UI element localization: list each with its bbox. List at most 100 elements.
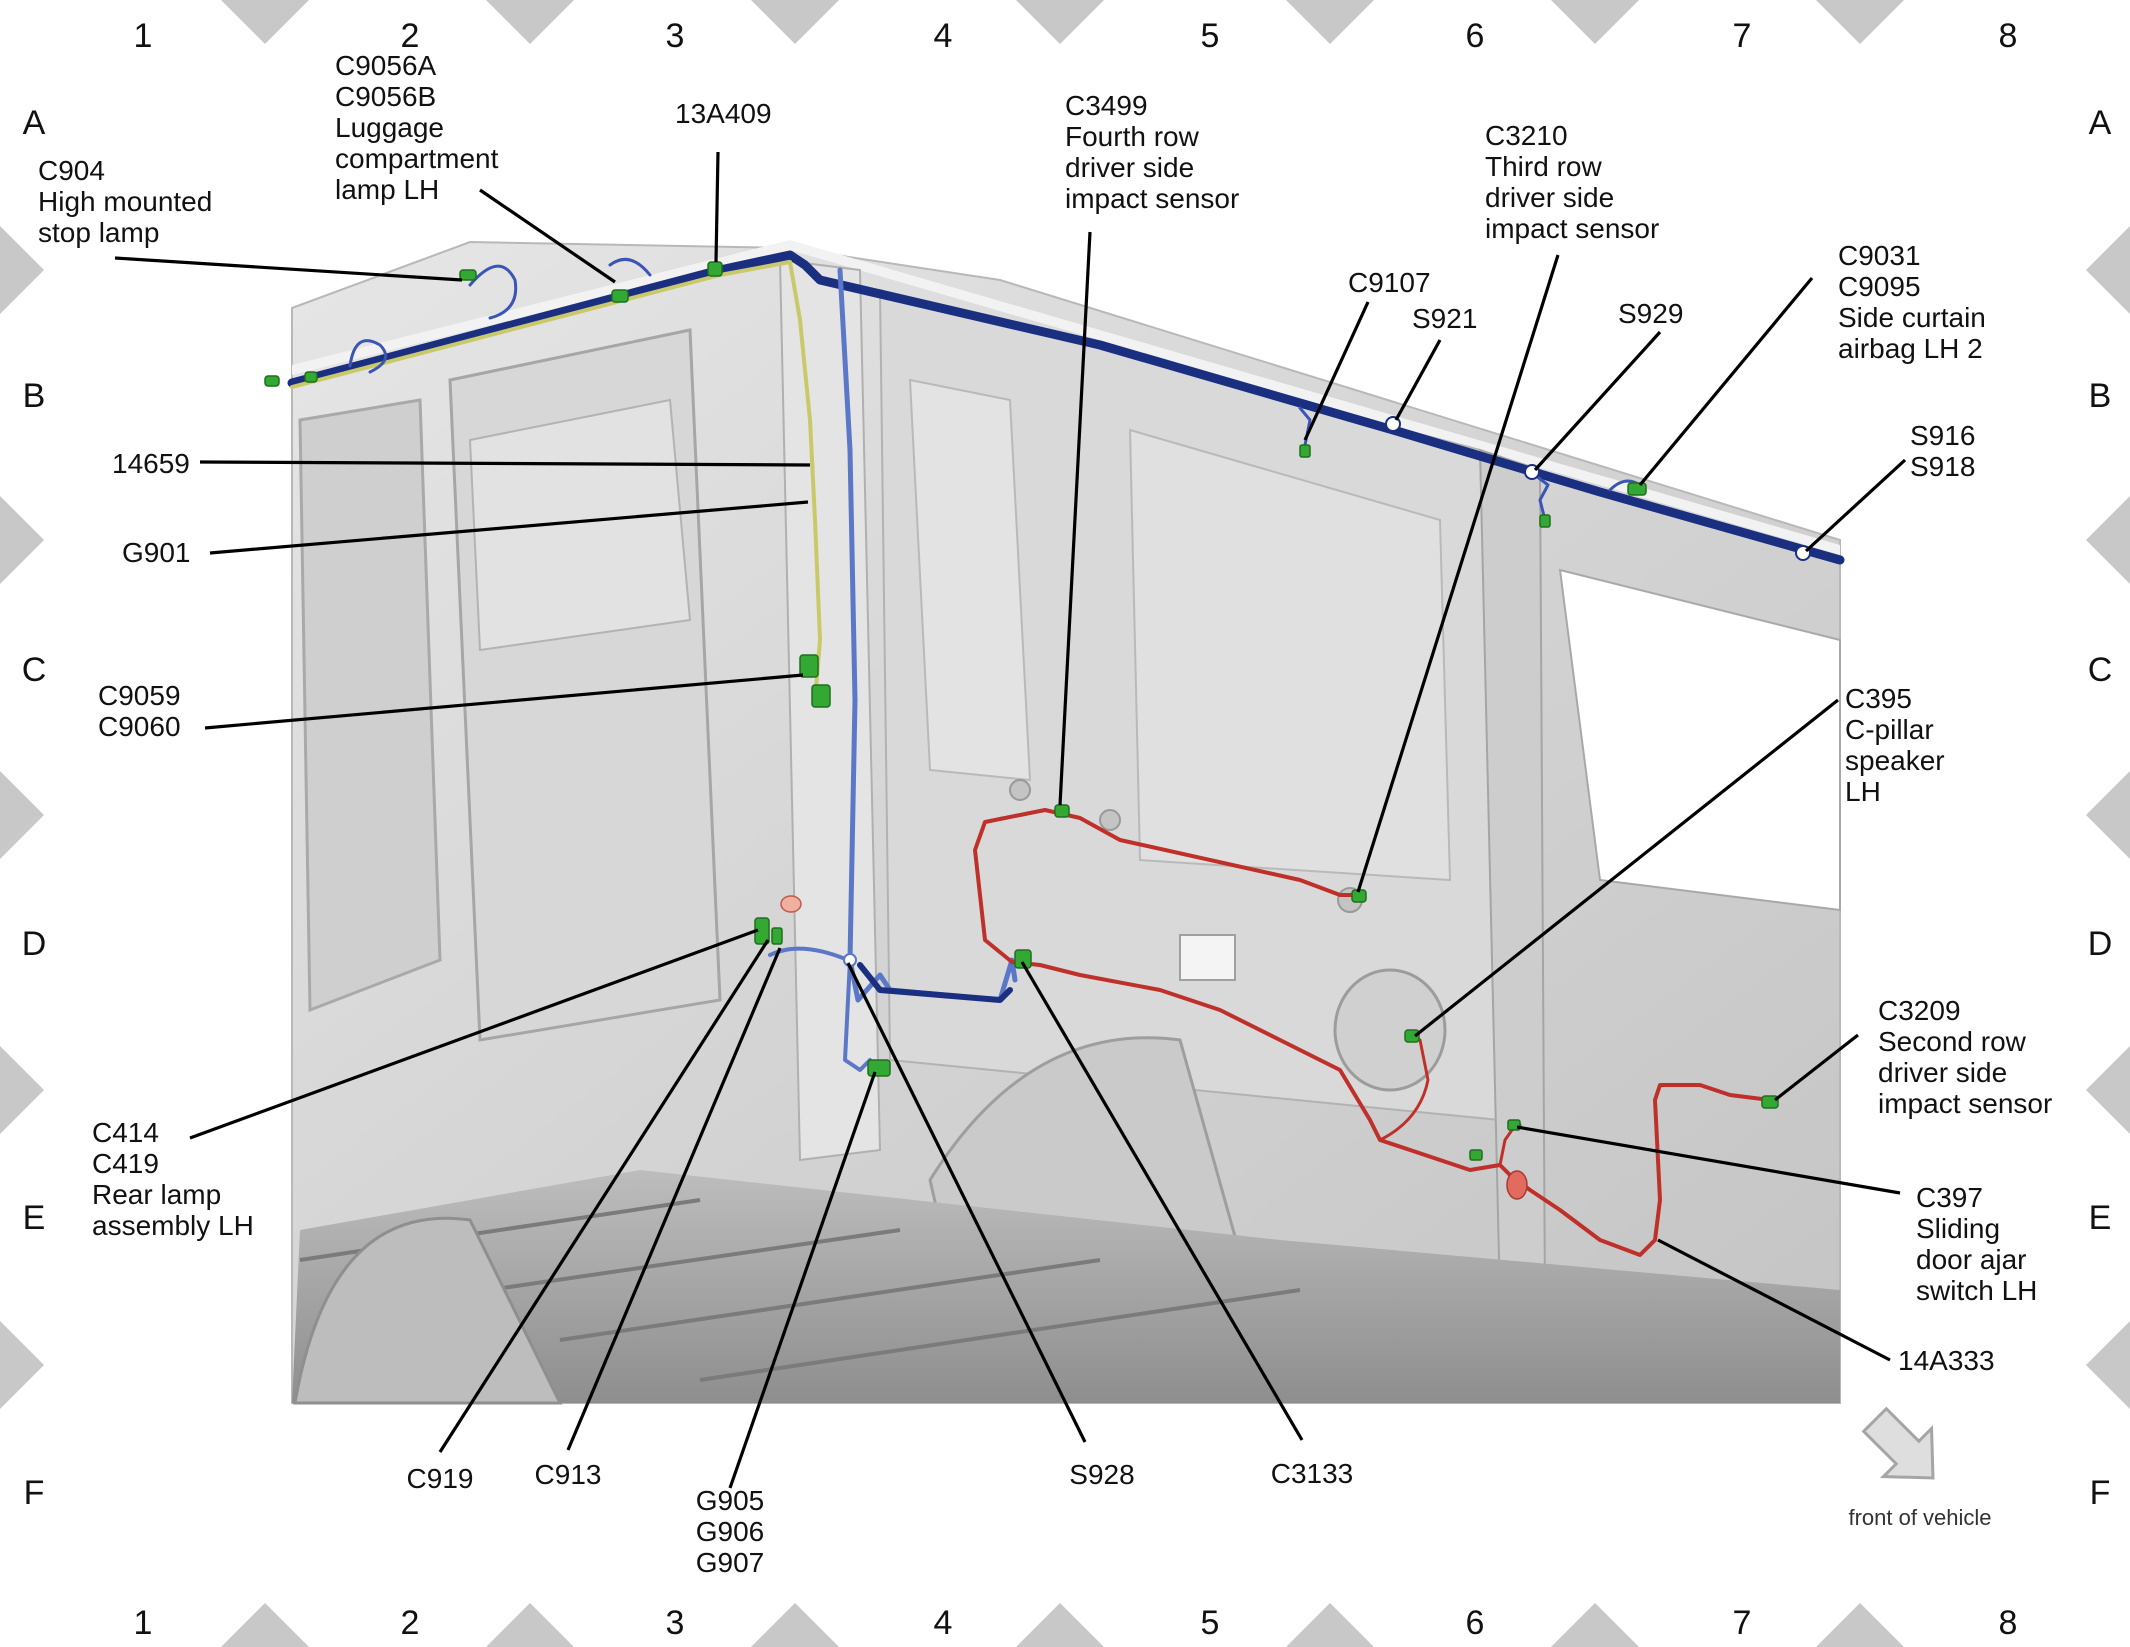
callout-c904-line: stop lamp	[38, 217, 159, 248]
callout-c9059-line: C9059	[98, 680, 181, 711]
border-diamond-mark	[2086, 1046, 2130, 1134]
callout-c3210-line: C3210	[1485, 120, 1568, 151]
border-diamond-mark	[0, 496, 44, 584]
callout-c3210-line: Third row	[1485, 151, 1602, 182]
callout-g905-line: G906	[696, 1516, 765, 1547]
grid-column-label-bottom-4: 4	[934, 1604, 953, 1642]
grid-column-label-bottom-5: 5	[1201, 1604, 1220, 1642]
leader-line-s929	[1533, 330, 1662, 472]
border-diamond-mark	[751, 1603, 839, 1647]
border-diamond-mark	[0, 1321, 44, 1409]
leader-line-c9059	[204, 673, 804, 730]
front-of-vehicle-caption: front of vehicle	[1848, 1505, 1991, 1530]
callout-c904-line: High mounted	[38, 186, 212, 217]
connector-g905	[867, 1059, 891, 1077]
callout-c9031-line: C9031	[1838, 240, 1921, 271]
connector-c9060	[811, 684, 831, 708]
callout-c3133: C3133	[1271, 1458, 1354, 1489]
grid-row-label-left-F: F	[24, 1474, 45, 1512]
leader-line-14659	[199, 460, 811, 467]
border-diamond-mark	[2086, 771, 2130, 859]
callout-c904-line: C904	[38, 155, 105, 186]
leader-line-s916	[1804, 458, 1907, 553]
callout-c397-line: Sliding	[1916, 1213, 2000, 1244]
leader-line-c9031	[1638, 276, 1814, 487]
vehicle-interior-illustration	[291, 240, 1841, 1405]
splice-markers	[843, 416, 1811, 967]
callout-c414-line: C419	[92, 1148, 159, 1179]
callout-c9056-line: Luggage	[335, 112, 444, 143]
border-diamond-mark	[1816, 1603, 1904, 1647]
connector-c3499	[1054, 804, 1070, 818]
leader-line-s928	[846, 962, 1087, 1443]
connector-13a409	[707, 261, 723, 277]
callout-c9056-line: compartment	[335, 143, 499, 174]
callout-g901-line: G901	[122, 537, 191, 568]
connector-c395	[1404, 1029, 1420, 1043]
border-diamond-mark	[1016, 1603, 1104, 1647]
border-diamond-mark	[1816, 0, 1904, 44]
front-of-vehicle-indicator: front of vehicle	[1848, 1406, 1992, 1530]
callout-g905-line: G905	[696, 1485, 765, 1516]
grid-row-label-right-B: B	[2089, 377, 2112, 415]
callout-c9031-line: Side curtain	[1838, 302, 1986, 333]
grid-column-label-bottom-2: 2	[401, 1604, 420, 1642]
border-diamond-mark	[1286, 1603, 1374, 1647]
leader-line-c913	[566, 947, 782, 1451]
border-diamond-mark	[1551, 0, 1639, 44]
grid-row-label-right-C: C	[2088, 651, 2113, 689]
leader-line-c919	[438, 939, 770, 1453]
grid-row-label-left-C: C	[22, 651, 47, 689]
callout-c9031-line: airbag LH 2	[1838, 333, 1983, 364]
callout-14a333: 14A333	[1898, 1345, 1995, 1376]
callout-c919: C919	[407, 1463, 474, 1494]
border-diamond-mark	[221, 0, 309, 44]
callout-c3210-line: impact sensor	[1485, 213, 1659, 244]
grid-column-label-bottom-1: 1	[134, 1604, 153, 1642]
callout-c395-line: LH	[1845, 776, 1881, 807]
callout-c919-line: C919	[407, 1463, 474, 1494]
callout-c9056-line: C9056A	[335, 50, 437, 81]
callout-c913-line: C913	[535, 1459, 602, 1490]
connector-c904	[459, 269, 477, 281]
callout-c3499-line: driver side	[1065, 152, 1194, 183]
callout-c9031-line: C9095	[1838, 271, 1921, 302]
grid-row-label-left-A: A	[23, 104, 46, 142]
callout-c913: C913	[535, 1459, 602, 1490]
callout-c3209-line: impact sensor	[1878, 1088, 2052, 1119]
callout-c3209-line: driver side	[1878, 1057, 2007, 1088]
leader-line-c9107	[1303, 301, 1370, 441]
callout-c414-line: Rear lamp	[92, 1179, 221, 1210]
callout-c3499-line: C3499	[1065, 90, 1148, 121]
callout-c9107: C9107	[1348, 267, 1431, 298]
leader-line-14a333	[1657, 1238, 1891, 1362]
callout-c3499-line: impact sensor	[1065, 183, 1239, 214]
pillar-harness	[837, 267, 1018, 1003]
grid-column-label-top-7: 7	[1733, 17, 1752, 55]
border-diamond-mark	[486, 0, 574, 44]
callout-g905-line: G907	[696, 1547, 765, 1578]
grid-row-label-right-D: D	[2088, 925, 2113, 963]
connector-s929-drop	[1539, 514, 1551, 528]
border-diamond-mark	[486, 1603, 574, 1647]
callout-s928: S928	[1069, 1459, 1134, 1490]
leader-line-13a409	[714, 151, 720, 263]
callout-c397-line: C397	[1916, 1182, 1983, 1213]
arrow-down-right-icon	[1861, 1406, 1935, 1480]
callout-c9056-line: lamp LH	[335, 174, 439, 205]
grid-column-label-top-4: 4	[934, 17, 953, 55]
callout-s929: S929	[1618, 298, 1683, 329]
grid-column-label-bottom-6: 6	[1466, 1604, 1485, 1642]
grid-column-label-top-1: 1	[134, 17, 153, 55]
connectors	[264, 261, 1779, 1200]
grid-column-label-top-2: 2	[401, 17, 420, 55]
callout-c395-line: C395	[1845, 683, 1912, 714]
callout-g901: G901	[122, 537, 191, 568]
callout-14a333-line: 14A333	[1898, 1345, 1995, 1376]
